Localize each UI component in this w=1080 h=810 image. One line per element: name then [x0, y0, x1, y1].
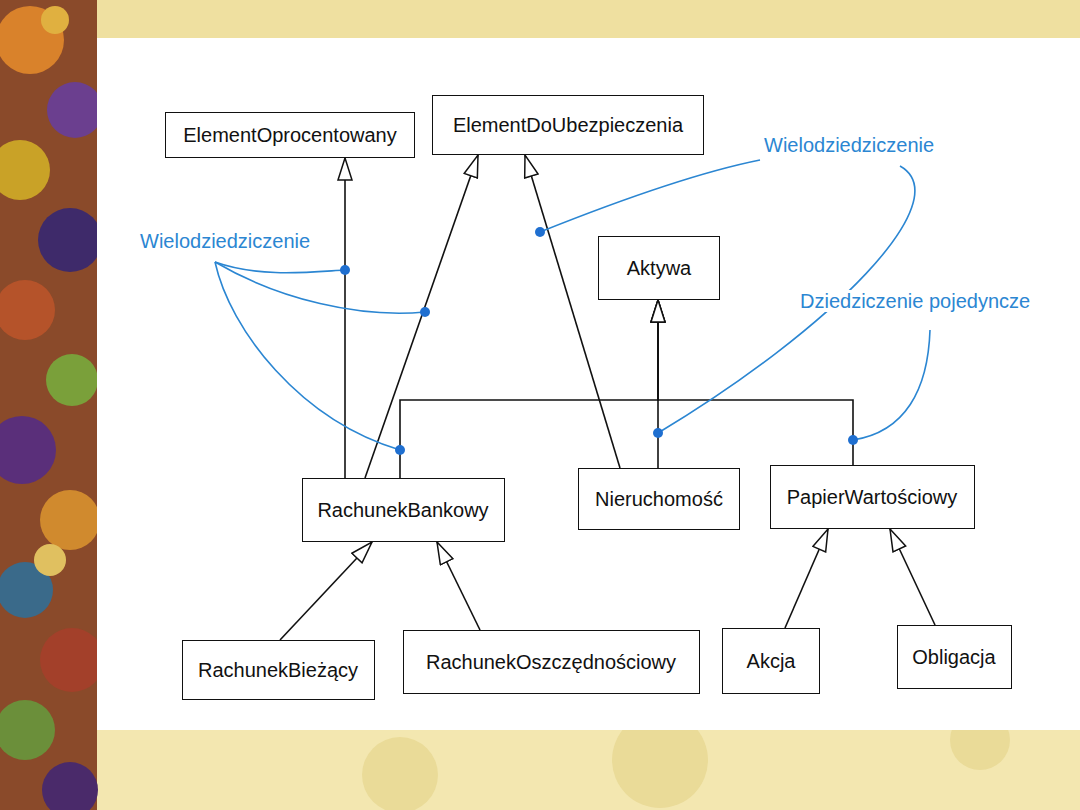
- class-name: PapierWartościowy: [787, 486, 957, 508]
- class-name: ElementOprocentowany: [183, 124, 396, 146]
- generalization-arrow: [785, 529, 828, 628]
- generalization-arrow: [890, 529, 935, 625]
- class-box: RachunekBieżący: [182, 640, 375, 700]
- leader-line: [215, 262, 400, 450]
- callout-label: Dziedziczenie pojedyncze: [798, 290, 1032, 312]
- generalization-arrow: [658, 300, 853, 465]
- left-strip-texture: [0, 6, 104, 810]
- class-name: Aktywa: [627, 257, 691, 279]
- leader-dot: [653, 428, 663, 438]
- class-box: Aktywa: [598, 236, 720, 300]
- leader-dot: [340, 265, 350, 275]
- generalization-arrow: [280, 542, 372, 640]
- class-name: ElementDoUbezpieczenia: [453, 114, 683, 136]
- class-name: Nieruchomość: [595, 488, 723, 510]
- generalization-arrow: [365, 155, 478, 478]
- leader-line: [540, 160, 760, 232]
- generalization-arrow: [344, 158, 346, 478]
- class-name: Obligacja: [912, 646, 995, 668]
- class-box: PapierWartościowy: [770, 465, 975, 529]
- callout-label: Wielodziedziczenie: [138, 230, 312, 252]
- class-box: Nieruchomość: [578, 468, 740, 530]
- generalization-arrow: [400, 300, 658, 478]
- class-name: RachunekOszczędnościowy: [426, 651, 676, 673]
- leader-dots: [340, 227, 858, 455]
- class-box: Obligacja: [897, 625, 1012, 689]
- class-box: RachunekBankowy: [302, 478, 505, 542]
- class-box: RachunekOszczędnościowy: [403, 630, 700, 694]
- white-panel: [97, 38, 1080, 730]
- leader-dot: [420, 307, 430, 317]
- leader-line: [215, 262, 425, 313]
- leader-line: [853, 330, 930, 440]
- class-box: ElementDoUbezpieczenia: [432, 95, 704, 155]
- class-box: Akcja: [722, 628, 820, 694]
- leader-dot: [535, 227, 545, 237]
- leader-line: [215, 262, 345, 273]
- top-band: [0, 0, 1080, 38]
- generalization-arrow: [525, 155, 620, 468]
- class-box: ElementOprocentowany: [165, 112, 415, 158]
- callout-label: Wielodziedziczenie: [762, 134, 936, 156]
- leader-dot: [848, 435, 858, 445]
- generalization-arrow: [437, 542, 480, 630]
- class-name: RachunekBieżący: [198, 659, 358, 681]
- class-name: Akcja: [747, 650, 796, 672]
- class-name: RachunekBankowy: [317, 499, 488, 521]
- leader-dot: [395, 445, 405, 455]
